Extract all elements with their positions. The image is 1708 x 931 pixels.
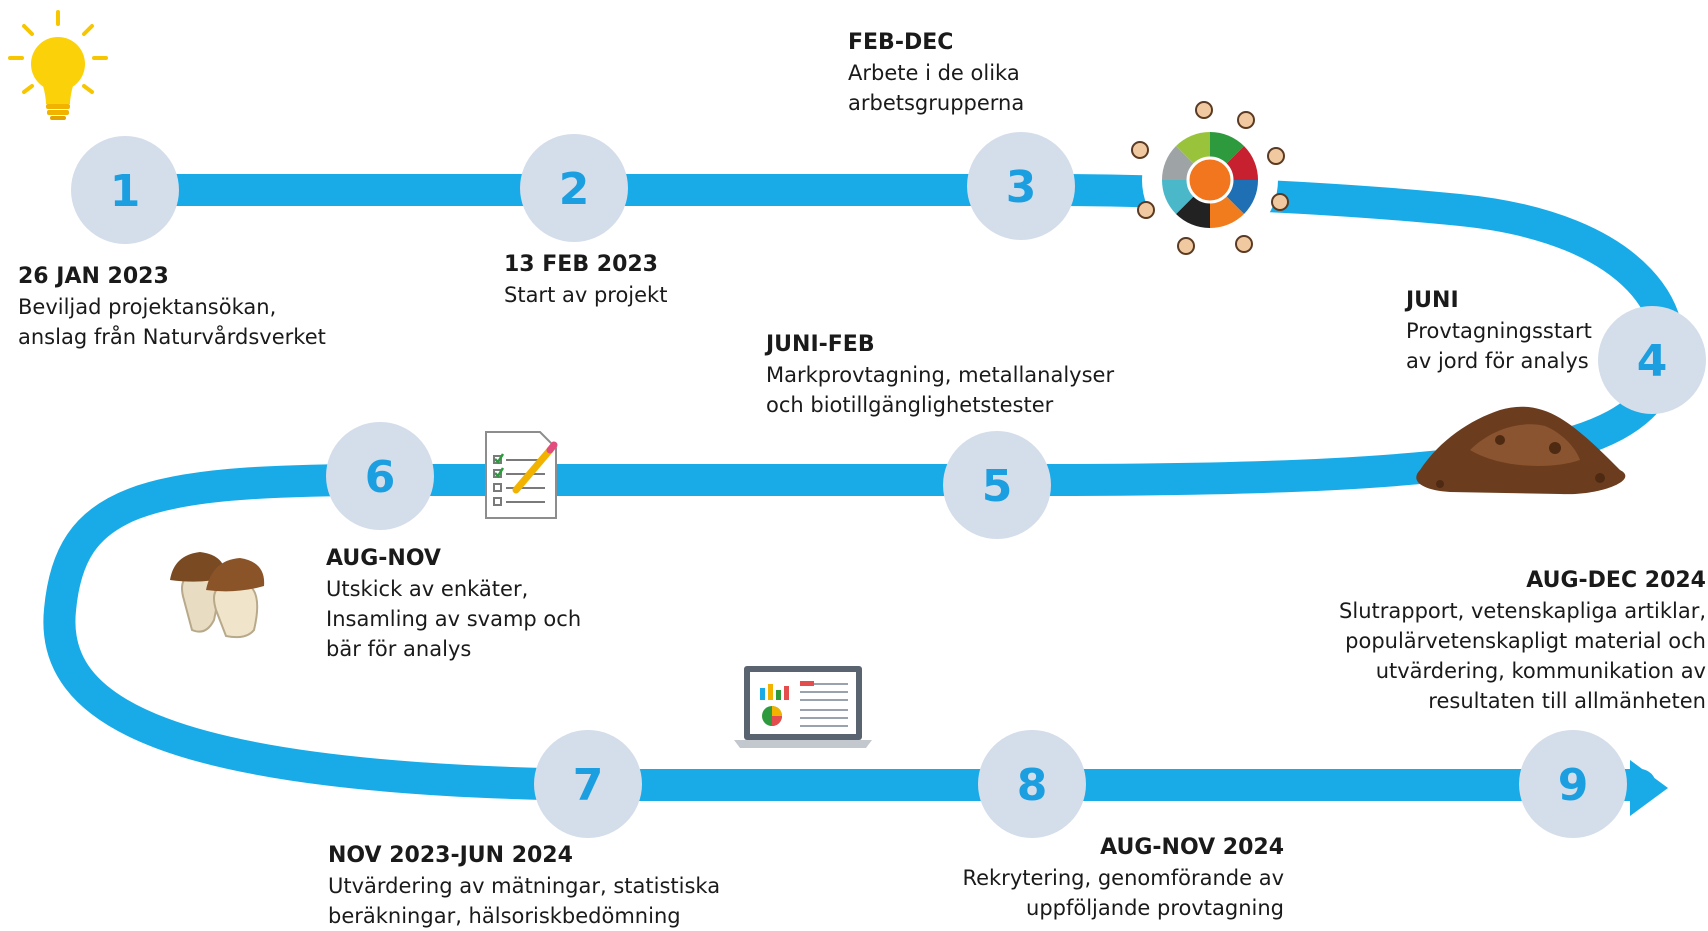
step-description: Arbete i de olika arbetsgrupperna (848, 61, 1025, 115)
step-number: 3 (1006, 162, 1037, 213)
step-node-6: 6 (326, 422, 434, 530)
team-circle-icon (1131, 101, 1289, 255)
step-date: 13 FEB 2023 (504, 252, 658, 277)
lightbulb-icon (8, 10, 108, 120)
step-description: Provtagningsstart av jord för analys (1406, 319, 1592, 373)
step-number: 1 (110, 166, 141, 217)
step-label-4: JUNI Provtagningsstart av jord för analy… (1406, 286, 1592, 376)
step-node-8: 8 (978, 730, 1086, 838)
step-date: 26 JAN 2023 (18, 264, 169, 289)
step-date: AUG-DEC 2024 (1526, 568, 1706, 593)
soil-pile-icon (1416, 406, 1626, 495)
step-date: AUG-NOV (326, 546, 441, 571)
step-description: Start av projekt (504, 283, 668, 307)
step-label-9: AUG-DEC 2024 Slutrapport, vetenskapliga … (1339, 566, 1706, 716)
step-node-9: 9 (1519, 730, 1627, 838)
step-date: AUG-NOV 2024 (1100, 835, 1284, 860)
step-date: JUNI-FEB (766, 332, 875, 357)
checklist-icon (485, 431, 558, 519)
step-node-5: 5 (943, 431, 1051, 539)
laptop-dashboard-icon (734, 666, 872, 748)
mushrooms-icon (170, 552, 265, 639)
step-node-3: 3 (967, 132, 1075, 240)
step-description: Slutrapport, vetenskapliga artiklar, pop… (1339, 599, 1706, 713)
step-date: JUNI (1406, 288, 1459, 313)
step-circle (326, 422, 434, 530)
step-date: NOV 2023-JUN 2024 (328, 843, 573, 868)
step-circle (520, 134, 628, 242)
step-node-7: 7 (534, 730, 642, 838)
step-description: Utvärdering av mätningar, statistiska be… (328, 874, 721, 928)
step-number: 8 (1017, 760, 1048, 811)
step-number: 2 (559, 164, 590, 215)
timeline-path (43, 174, 1685, 801)
step-description: Utskick av enkäter, Insamling av svamp o… (326, 577, 582, 661)
step-description: Beviljad projektansökan, anslag från Nat… (18, 295, 326, 349)
step-number: 4 (1637, 336, 1668, 387)
step-label-2: 13 FEB 2023 Start av projekt (504, 250, 667, 310)
step-label-7: NOV 2023-JUN 2024 Utvärdering av mätning… (328, 841, 720, 931)
step-number: 5 (982, 461, 1013, 512)
step-circle (967, 132, 1075, 240)
step-node-4: 4 (1598, 306, 1706, 414)
step-node-1: 1 (71, 136, 179, 244)
step-circle (1598, 306, 1706, 414)
step-label-6: AUG-NOV Utskick av enkäter, Insamling av… (326, 544, 581, 664)
step-number: 6 (365, 452, 396, 503)
step-date: FEB-DEC (848, 30, 954, 55)
step-node-2: 2 (520, 134, 628, 242)
step-circle (71, 136, 179, 244)
step-label-3: FEB-DEC Arbete i de olika arbetsgruppern… (848, 28, 1024, 118)
step-label-8: AUG-NOV 2024 Rekrytering, genomförande a… (962, 833, 1284, 923)
step-circle (943, 431, 1051, 539)
step-label-5: JUNI-FEB Markprovtagning, metallanalyser… (766, 330, 1114, 420)
step-circle (978, 730, 1086, 838)
step-number: 9 (1558, 760, 1589, 811)
step-circle (1519, 730, 1627, 838)
step-label-1: 26 JAN 2023 Beviljad projektansökan, ans… (18, 262, 326, 352)
step-description: Markprovtagning, metallanalyser och biot… (766, 363, 1115, 417)
step-circle (534, 730, 642, 838)
step-number: 7 (573, 760, 604, 811)
timeline-arrow-head (1630, 760, 1668, 816)
step-description: Rekrytering, genomförande av uppföljande… (962, 866, 1284, 920)
